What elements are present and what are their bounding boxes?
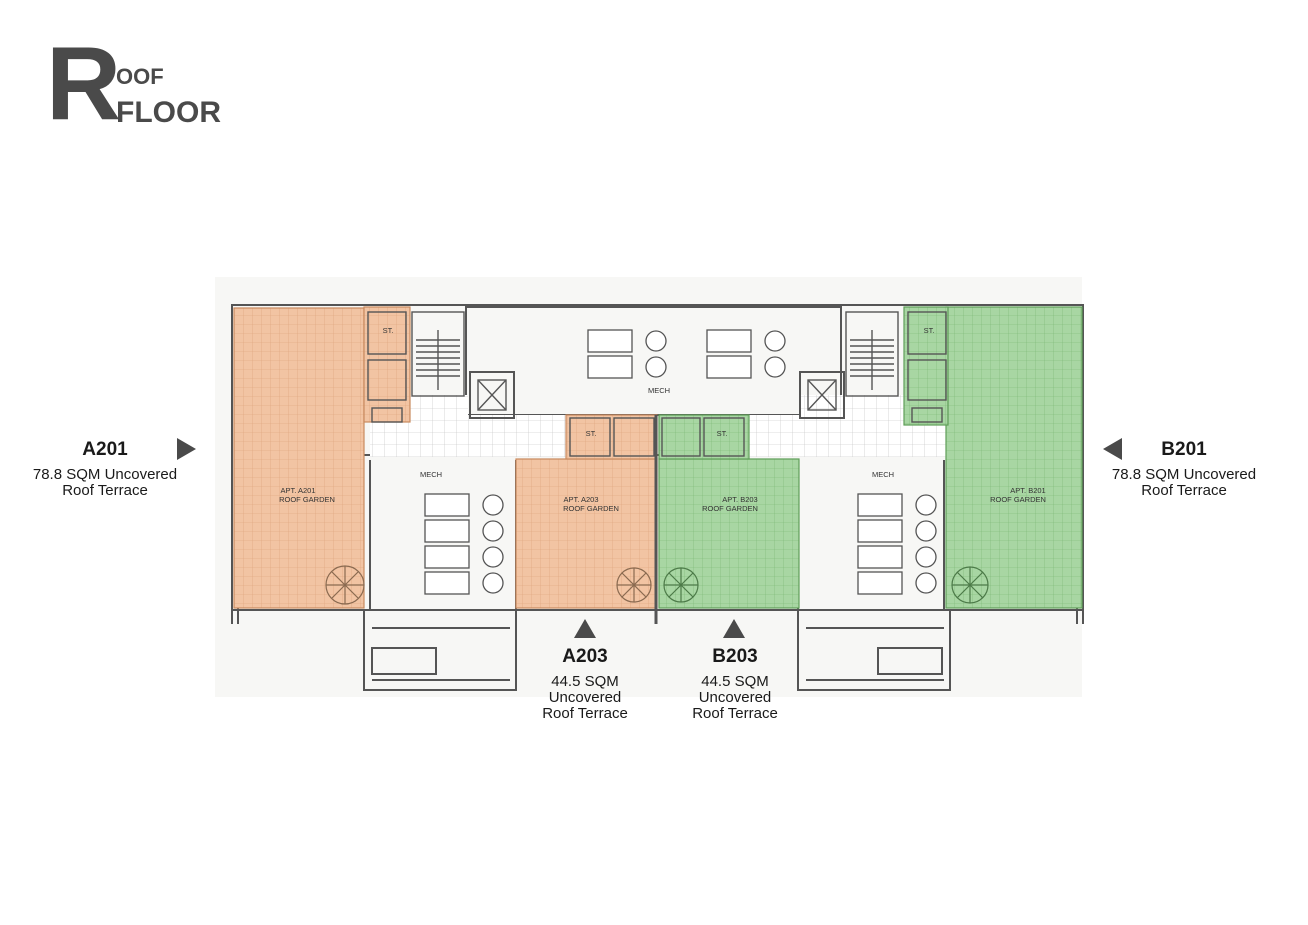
- roof-garden-b201: [945, 306, 1083, 609]
- callout-b201-unit: B201: [1161, 439, 1207, 460]
- title-line-1: OOF: [116, 64, 164, 89]
- title-line-2: FLOOR: [116, 96, 221, 129]
- label-st-b201: ST.: [924, 326, 935, 335]
- arrow-a201: [177, 438, 196, 460]
- stair-lift-right: [799, 311, 899, 419]
- callout-b201-desc-2: Roof Terrace: [1141, 482, 1227, 499]
- roof-garden-a201: [233, 307, 365, 609]
- storage-b201: [903, 306, 949, 426]
- stair-lift-left: [411, 311, 515, 419]
- label-b203-line2: ROOF GARDEN: [702, 504, 758, 513]
- label-a203-line1: APT. A203: [563, 495, 598, 504]
- callout-a201: A201 78.8 SQM Uncovered Roof Terrace: [20, 439, 190, 499]
- arrow-a203: [574, 619, 596, 638]
- label-a203-line2: ROOF GARDEN: [563, 504, 619, 513]
- roof-garden-a203: [515, 458, 658, 609]
- page-title: R OOF FLOOR: [46, 32, 226, 136]
- label-a201-line2: ROOF GARDEN: [279, 495, 335, 504]
- storage-a203: [565, 414, 658, 460]
- callout-a201-unit: A201: [82, 439, 128, 460]
- title-initial: R: [46, 26, 122, 142]
- callout-a203-unit: A203: [562, 646, 608, 667]
- label-b201-line2: ROOF GARDEN: [990, 495, 1046, 504]
- label-b201-line1: APT. B201: [1010, 486, 1045, 495]
- label-mech-right: MECH: [872, 470, 894, 479]
- callout-b203-unit: B203: [712, 646, 758, 667]
- spiral-stairs: [325, 565, 652, 605]
- arrow-b201: [1103, 438, 1122, 460]
- label-st-a203: ST.: [586, 429, 597, 438]
- callout-a203-desc-3: Roof Terrace: [542, 705, 628, 722]
- callout-a201-desc-1: 78.8 SQM Uncovered: [32, 466, 178, 483]
- spiral-stairs-green: [663, 566, 989, 604]
- callout-a201-desc-2: Roof Terrace: [62, 482, 148, 499]
- callout-a203: A203 44.5 SQM Uncovered Roof Terrace: [525, 646, 645, 722]
- corridor-center-right: [748, 415, 800, 457]
- label-st-b203: ST.: [717, 429, 728, 438]
- callout-a203-desc-2: Uncovered: [548, 689, 622, 706]
- label-a201-line1: APT. A201: [280, 486, 315, 495]
- label-mech-left: MECH: [420, 470, 442, 479]
- callout-b201-desc-1: 78.8 SQM Uncovered: [1111, 466, 1257, 483]
- label-b203-line1: APT. B203: [722, 495, 757, 504]
- storage-a201: [363, 306, 411, 423]
- arrow-b203: [723, 619, 745, 638]
- callout-b203: B203 44.5 SQM Uncovered Roof Terrace: [675, 646, 795, 722]
- mech-equipment: [424, 329, 937, 595]
- callout-b203-desc-1: 44.5 SQM: [701, 673, 769, 690]
- corridor-center-left: [516, 415, 568, 457]
- storage-details: [367, 311, 947, 624]
- callout-a203-desc-1: 44.5 SQM: [551, 673, 619, 690]
- callout-b201: B201 78.8 SQM Uncovered Roof Terrace: [1098, 439, 1270, 499]
- callout-b203-desc-3: Roof Terrace: [692, 705, 778, 722]
- callout-b203-desc-2: Uncovered: [698, 689, 772, 706]
- label-mech-top: MECH: [648, 386, 670, 395]
- label-st-a201: ST.: [383, 326, 394, 335]
